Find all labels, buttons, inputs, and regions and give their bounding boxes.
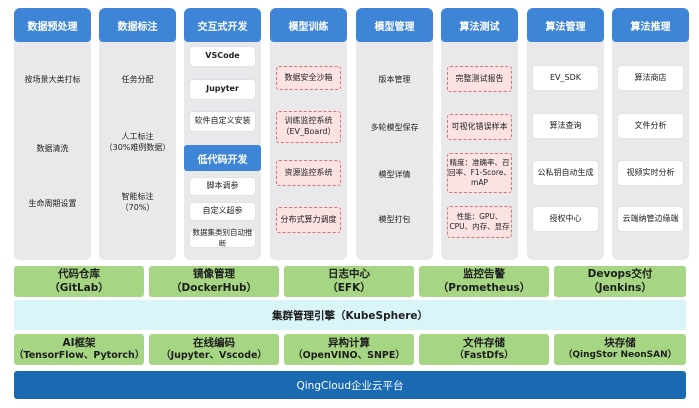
column-item: 性能：GPU、 CPU、内存、显存 — [447, 206, 512, 238]
devops-block: 代码仓库 （GitLab） — [14, 266, 144, 297]
column-model-training: 模型训练 数据安全沙箱 训练监控系统 （EV_Board） 资源监控系统 分布式… — [270, 8, 347, 260]
column-header: 数据标注 — [99, 8, 176, 42]
column-item: 数据安全沙箱 — [276, 66, 341, 90]
column-item: 数据清洗 — [36, 144, 69, 153]
block-tool: （GitLab） — [49, 281, 109, 294]
infra-row: AI框架 （TensorFlow、Pytorch） 在线编码 （Jupyter、… — [14, 334, 686, 365]
column-item: 人工标注 （30%难例数据） — [104, 132, 171, 153]
column-item: 多轮模型保存 — [370, 123, 419, 132]
block-name: 在线编码 — [193, 337, 235, 349]
column-item: 版本管理 — [378, 75, 411, 84]
block-name: 监控告警 — [463, 268, 505, 281]
block-tool: （FastDfs） — [454, 350, 514, 362]
block-name: 异构计算 — [328, 337, 370, 349]
block-tool: （DockerHub） — [171, 281, 257, 294]
infra-block: 文件存储 （FastDfs） — [419, 334, 549, 365]
cluster-band: 集群管理引擎（KubeSphere） — [14, 300, 686, 330]
column-header: 算法测试 — [441, 8, 518, 42]
column-item: EV_SDK — [533, 66, 598, 90]
block-name: 块存储 — [604, 337, 636, 350]
column-header: 模型管理 — [356, 8, 433, 42]
column-item: 算法商店 — [618, 66, 683, 90]
devops-block: 日志中心 （EFK） — [284, 266, 414, 297]
column-item: 任务分配 — [121, 75, 154, 84]
block-tool: （OpenVINO、SNPE） — [293, 350, 405, 362]
column-data-preprocess: 数据预处理 按场景大类打标 数据清洗 生命周期设置 — [14, 8, 91, 260]
column-item: 模型详情 — [378, 170, 411, 179]
block-tool: （Jenkins） — [588, 281, 652, 294]
devops-block: 镜像管理 （DockerHub） — [149, 266, 279, 297]
column-item: 公私钥自动生成 — [533, 161, 598, 185]
sub-header-lowcode: 低代码开发 — [184, 145, 261, 171]
column-data-labeling: 数据标注 任务分配 人工标注 （30%难例数据） 智能标注 （70%） — [99, 8, 176, 260]
column-header: 算法推理 — [612, 8, 689, 42]
column-item: 按场景大类打标 — [24, 75, 81, 84]
column-item: 可视化错误样本 — [447, 114, 512, 140]
column-item: 训练监控系统 （EV_Board） — [276, 111, 341, 143]
infra-block: 块存储 （QingStor NeonSAN） — [554, 334, 686, 365]
column-item: 分布式算力调度 — [276, 207, 341, 233]
column-item: 生命周期设置 — [28, 199, 77, 208]
column-item: 云端纳管边缘端 — [618, 207, 683, 231]
column-item: 智能标注 （70%） — [120, 192, 155, 213]
block-tool: （Jupyter、Vscode） — [161, 350, 267, 362]
column-item: 自定义超参 — [190, 203, 255, 220]
column-algorithm-management: 算法管理 EV_SDK 算法查询 公私钥自动生成 授权中心 — [527, 8, 604, 260]
column-item: 模型打包 — [378, 215, 411, 224]
infra-block: 异构计算 （OpenVINO、SNPE） — [284, 334, 414, 365]
column-item: VSCode — [190, 47, 255, 66]
column-interactive-dev: 交互式开发 VSCode Jupyter 软件自定义安装 低代码开发 脚本调参 … — [184, 8, 261, 260]
block-name: 日志中心 — [328, 268, 370, 281]
block-name: Devops交付 — [587, 268, 653, 281]
block-tool: （TensorFlow、Pytorch） — [14, 350, 145, 362]
infra-block: AI框架 （TensorFlow、Pytorch） — [14, 334, 144, 365]
column-item: Jupyter — [190, 80, 255, 99]
column-item: 脚本调参 — [190, 178, 255, 195]
column-item: 资源监控系统 — [276, 160, 341, 186]
column-item: 精度：准确率、召 回率、F1-Score、 mAP — [447, 153, 512, 193]
block-name: 镜像管理 — [193, 268, 235, 281]
column-header: 数据预处理 — [14, 8, 91, 42]
base-platform-band: QingCloud企业云平台 — [14, 371, 686, 399]
column-item: 授权中心 — [533, 207, 598, 231]
block-name: 代码仓库 — [58, 268, 100, 281]
column-algorithm-testing: 算法测试 完整测试报告 可视化错误样本 精度：准确率、召 回率、F1-Score… — [441, 8, 518, 260]
column-item: 软件自定义安装 — [190, 112, 255, 131]
column-header: 交互式开发 — [184, 8, 261, 42]
column-header: 模型训练 — [270, 8, 347, 42]
infra-block: 在线编码 （Jupyter、Vscode） — [149, 334, 279, 365]
column-model-management: 模型管理 版本管理 多轮模型保存 模型详情 模型打包 — [356, 8, 433, 260]
block-name: AI框架 — [62, 337, 96, 349]
devops-block: 监控告警 （Prometheus） — [419, 266, 549, 297]
column-item: 数据集类别自动推断 — [190, 228, 255, 248]
column-item: 视频实时分析 — [618, 161, 683, 185]
block-tool: （QingStor NeonSAN） — [563, 350, 677, 361]
column-header: 算法管理 — [527, 8, 604, 42]
column-algorithm-inference: 算法推理 算法商店 文件分析 视频实时分析 云端纳管边缘端 — [612, 8, 689, 260]
column-item: 文件分析 — [618, 114, 683, 138]
column-item: 算法查询 — [533, 114, 598, 138]
block-tool: （EFK） — [327, 281, 371, 294]
column-item: 完整测试报告 — [447, 66, 512, 92]
devops-row: 代码仓库 （GitLab） 镜像管理 （DockerHub） 日志中心 （EFK… — [14, 266, 686, 297]
devops-block: Devops交付 （Jenkins） — [554, 266, 686, 297]
block-tool: （Prometheus） — [437, 281, 531, 294]
block-name: 文件存储 — [463, 337, 505, 349]
